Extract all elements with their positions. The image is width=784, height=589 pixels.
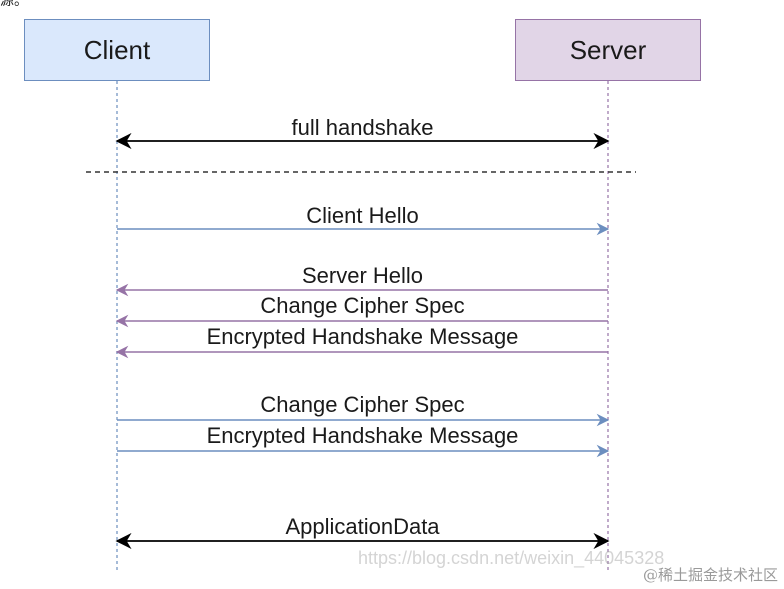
message-label: Change Cipher Spec [260, 293, 465, 318]
server-label: Server [569, 34, 647, 65]
message-label: Encrypted Handshake Message [206, 324, 519, 349]
message-arrows [115, 132, 610, 550]
juejin-watermark: @稀土掘金技术社区 [642, 566, 778, 584]
message-label: Change Cipher Spec [260, 392, 465, 417]
message-label: ApplicationData [285, 514, 440, 539]
client-actor-box: Client [24, 19, 210, 81]
message-label: Client Hello [306, 203, 419, 228]
server-actor-box: Server [515, 19, 701, 81]
message-label: Encrypted Handshake Message [206, 423, 519, 448]
message-label: Server Hello [301, 263, 424, 288]
message-label: full handshake [291, 115, 434, 140]
client-label: Client [83, 34, 151, 65]
top-text-fragment: 源。 [0, 0, 28, 8]
csdn-watermark: https://blog.csdn.net/weixin_44045328 [358, 548, 665, 568]
